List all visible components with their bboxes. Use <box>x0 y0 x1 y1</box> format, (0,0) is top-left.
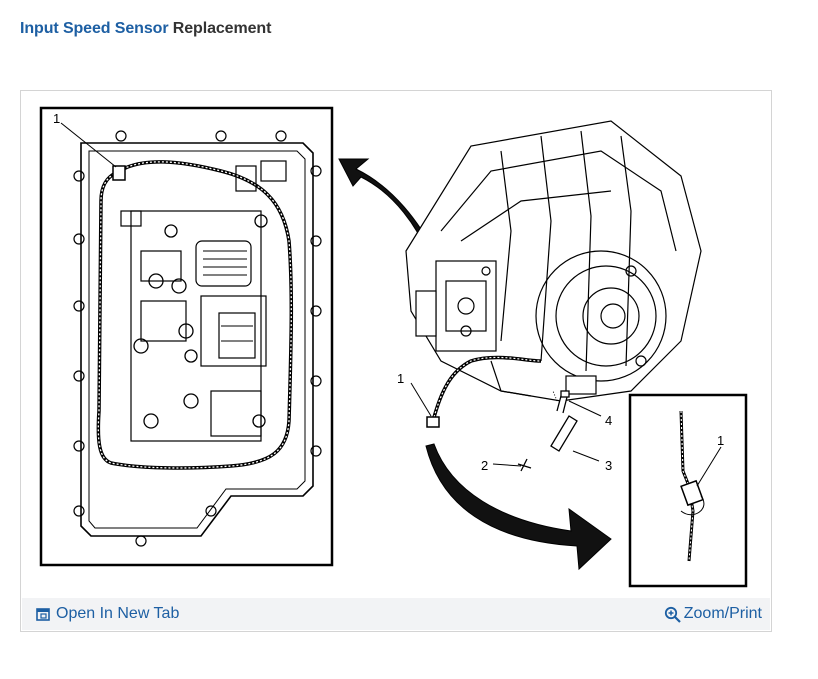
figure-footer: Open In New Tab Zoom/Print <box>22 598 770 630</box>
inset-callout-1: 1 <box>717 433 724 448</box>
main-callout-2: 2 <box>481 458 488 473</box>
transmission-assembly <box>405 120 702 402</box>
zoom-print-link[interactable]: Zoom/Print <box>664 605 762 623</box>
inset-panel: 1 <box>628 393 748 588</box>
main-callout-1: 1 <box>397 371 404 386</box>
open-in-new-tab-label: Open In New Tab <box>56 605 180 622</box>
valve-body-panel: 1 <box>39 106 334 567</box>
magnifier-plus-icon <box>664 606 681 623</box>
zoom-print-label: Zoom/Print <box>683 605 762 622</box>
arrow-to-inset <box>425 443 612 571</box>
transmission-diagram: 1 <box>39 106 748 588</box>
open-in-new-tab-link[interactable]: Open In New Tab <box>36 605 179 623</box>
left-callout-1: 1 <box>53 111 60 126</box>
open-in-new-tab-icon <box>36 607 50 621</box>
main-callout-4: 4 <box>605 413 612 428</box>
page-title: Input Speed Sensor Replacement <box>20 20 271 38</box>
title-link[interactable]: Input Speed Sensor <box>20 20 169 37</box>
figure-frame: 1 <box>20 90 772 632</box>
main-callout-3: 3 <box>605 458 612 473</box>
title-rest: Replacement <box>168 20 272 37</box>
sensor-parts <box>517 390 578 472</box>
